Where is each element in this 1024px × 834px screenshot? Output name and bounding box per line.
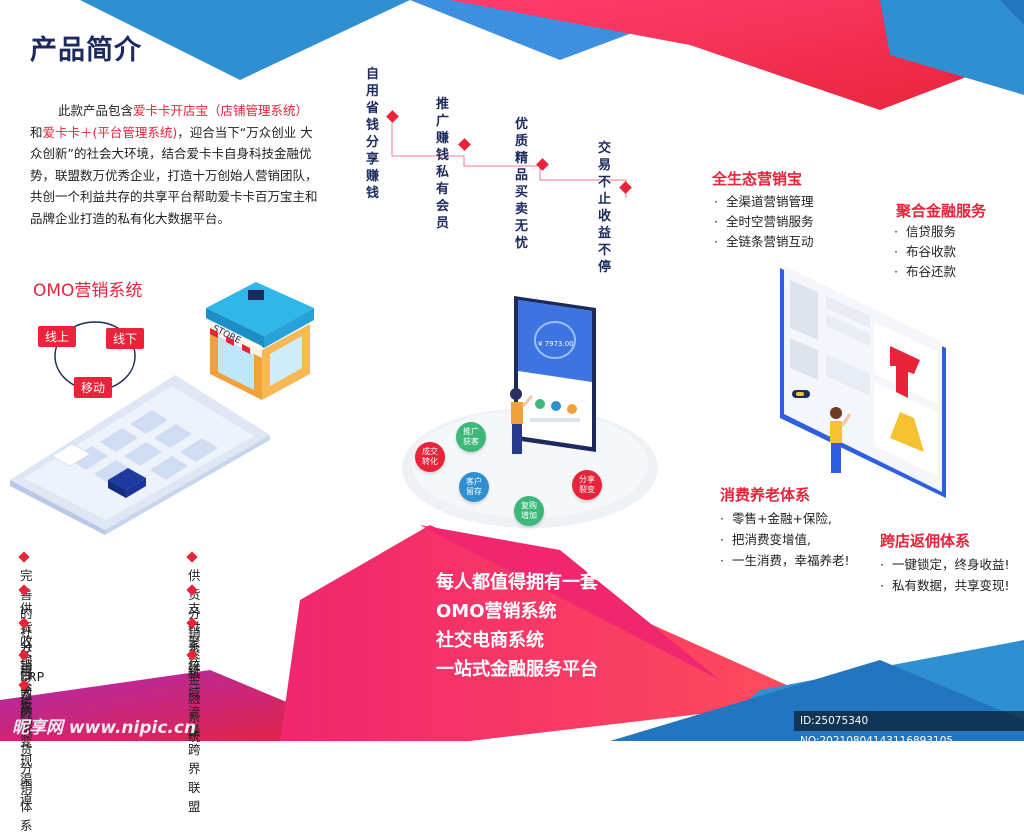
feature-item: 供货分销系统 <box>186 550 208 679</box>
feature-label: 私域流量跨界联盟 <box>188 666 201 814</box>
finance-item: 信贷服务 <box>894 222 956 242</box>
diamond-bullet-icon <box>18 617 30 629</box>
cross-title: 跨店返佣体系 <box>880 532 971 550</box>
phone-balance: ¥ 7973.00 <box>538 340 574 348</box>
diamond-bullet-icon <box>18 649 30 661</box>
iso-phone-illustration <box>10 375 270 535</box>
feature-item: 收银ERP系统 <box>18 616 45 722</box>
bubble-repurchase: 复购 增加 <box>514 496 544 526</box>
feature-label: 收银ERP系统 <box>20 634 45 721</box>
man-figure <box>830 407 852 473</box>
consume-item: 零售+金融+保险, <box>720 508 850 529</box>
intro-text: 此款产品包含 <box>58 103 134 118</box>
cycle-mobile-label: 移动 <box>74 377 113 398</box>
ecosystem-item: 全链条营销互动 <box>714 232 814 252</box>
woman-figure <box>510 388 534 454</box>
center-phone-illustration: ¥ 7973.00 <box>514 296 596 452</box>
bubble-retention: 客户 留存 <box>459 472 489 502</box>
ecosystem-title: 全生态营销宝 <box>712 170 803 188</box>
feature-item: 聚合金融系统 <box>186 616 208 745</box>
watermark: 昵享网 www.nipic.cn <box>12 718 197 738</box>
slogan-line: 社交电商系统 <box>436 630 544 651</box>
bubble-label: 客户 留存 <box>466 477 482 496</box>
ecosystem-item: 全时空营销服务 <box>714 212 814 232</box>
bubble-label: 成交 转化 <box>422 447 438 466</box>
diamond-bullet-icon <box>186 584 198 596</box>
store-illustration: STORE <box>206 282 314 400</box>
diamond-bullet-icon <box>18 679 30 691</box>
omo-title: OMO营销系统 <box>33 281 143 301</box>
page-title: 产品简介 <box>30 35 142 66</box>
consume-item: 把消费变增值, <box>720 529 850 550</box>
bubble-label: 分享 裂变 <box>579 475 595 494</box>
finance-title: 聚合金融服务 <box>896 202 987 220</box>
image-id-bar: ID:25075340 NO:20210804143116893105 <box>794 711 1024 747</box>
intro-highlight-store: 爱卡卡开店宝（店铺管理系统） <box>133 103 309 118</box>
diamond-bullet-icon <box>18 551 30 563</box>
diamond-bullet-icon <box>186 617 198 629</box>
slogan-line: 每人都值得拥有一套 <box>436 572 598 593</box>
diamond-bullet-icon <box>18 584 30 596</box>
consume-list: 零售+金融+保险, 把消费变增值, 一生消费，幸福养老! <box>720 508 850 571</box>
step-2: 推广赚钱 私有会员 <box>436 97 450 231</box>
feature-label: 聚合金融系统 <box>188 634 201 744</box>
diamond-bullet-icon <box>186 649 198 661</box>
finance-list: 信贷服务 布谷收款 布谷还款 <box>894 222 956 282</box>
finance-item: 布谷收款 <box>894 242 956 262</box>
intro-text: ，迎合当下“万众创业 大众创新”的社会大环境，结合爱卡卡自身科技金融优势，联盟数… <box>30 124 318 226</box>
consume-title: 消费养老体系 <box>720 486 811 504</box>
slogan-line: OMO营销系统 <box>436 601 557 622</box>
slogan-line: 一站式金融服务平台 <box>436 659 598 680</box>
feature-label: 供货分销系统 <box>188 568 201 678</box>
ecosystem-item: 全渠道营销管理 <box>714 192 814 212</box>
intro-text: 和 <box>30 124 43 140</box>
bubble-promotion: 推广 获客 <box>456 422 486 452</box>
feature-item: 多种变现渠道 <box>18 678 40 807</box>
ecosystem-list: 全渠道营销管理 全时空营销服务 全链条营销互动 <box>714 192 814 252</box>
cross-list: 一键锁定，终身收益! 私有数据，共享变现! <box>880 554 1010 596</box>
cycle-offline-label: 线下 <box>106 328 145 349</box>
slogan-block: 每人都值得拥有一套 OMO营销系统 社交电商系统 一站式金融服务平台 <box>436 568 598 684</box>
intro-highlight-platform: 爱卡卡＋(平台管理系统) <box>42 124 178 140</box>
finance-item: 布谷还款 <box>894 262 956 282</box>
cycle-online-label: 线上 <box>38 326 77 347</box>
cross-item: 一键锁定，终身收益! <box>880 554 1010 575</box>
bubble-conversion: 成交 转化 <box>415 442 445 472</box>
intro-paragraph: 此款产品包含爱卡卡开店宝（店铺管理系统） 和爱卡卡＋(平台管理系统)，迎合当下“万… <box>30 100 320 229</box>
step-1: 自用省钱 分享赚钱 <box>366 67 380 201</box>
step-3: 优质精品 买卖无忧 <box>515 117 529 251</box>
step-connector-lines <box>391 116 627 198</box>
step-4: 交易不止 收益不停 <box>598 141 612 275</box>
bubble-share: 分享 裂变 <box>572 470 602 500</box>
diamond-bullet-icon <box>186 551 198 563</box>
board-illustration <box>780 266 946 498</box>
bubble-label: 复购 增加 <box>521 501 537 520</box>
consume-item: 一生消费，幸福养老! <box>720 550 850 571</box>
bubble-label: 推广 获客 <box>463 427 479 446</box>
cross-item: 私有数据，共享变现! <box>880 575 1010 596</box>
